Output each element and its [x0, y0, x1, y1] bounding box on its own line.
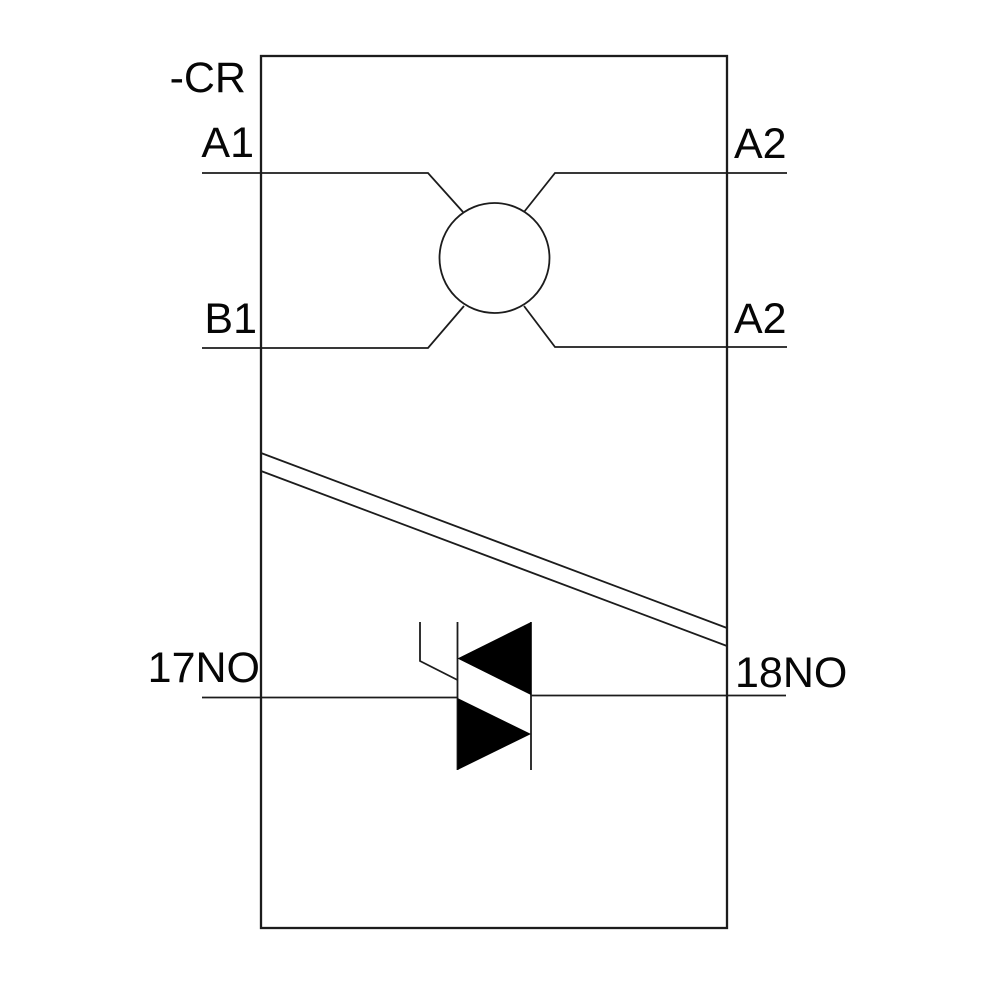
triac-gate-lead — [419, 622, 458, 681]
device-outline-rect — [259, 54, 729, 930]
triac-lower-triangle — [457, 698, 531, 770]
triac-symbol — [419, 622, 532, 770]
triac-upper-triangle — [457, 622, 531, 695]
output-section — [202, 622, 786, 770]
terminal-label-18no: 18NO — [735, 649, 847, 697]
a2-top-terminal-wire — [523, 172, 787, 213]
a2-bottom-terminal-wire — [523, 305, 787, 348]
b1-terminal-wire — [202, 305, 465, 349]
a1-terminal-wire — [202, 172, 464, 213]
terminal-label-a2-bottom: A2 — [734, 295, 787, 343]
isolation-barrier-line-upper — [260, 452, 728, 629]
terminal-label-a1: A1 — [201, 119, 254, 167]
coil-section — [202, 172, 787, 349]
coil-circle — [438, 202, 551, 314]
device-label: -CR — [170, 54, 246, 102]
isolation-barrier — [260, 452, 728, 647]
terminal-label-17no: 17NO — [148, 644, 260, 692]
terminal-label-a2-top: A2 — [734, 120, 787, 168]
terminal-label-b1: B1 — [204, 295, 257, 343]
isolation-barrier-line-lower — [260, 470, 728, 647]
